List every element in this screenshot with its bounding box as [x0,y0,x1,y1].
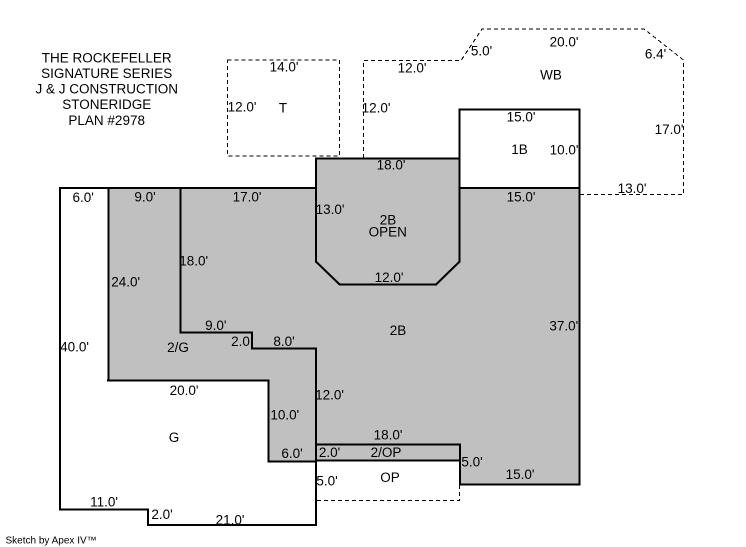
svg-text:2B: 2B [390,323,407,338]
svg-text:THE ROCKEFELLER: THE ROCKEFELLER [42,50,172,65]
svg-text:12.0': 12.0' [315,388,344,403]
svg-text:17.0': 17.0' [233,189,262,204]
svg-text:OPEN: OPEN [369,225,407,240]
svg-text:21.0': 21.0' [216,513,245,528]
svg-text:2.0': 2.0' [319,445,340,460]
svg-text:18.0': 18.0' [377,157,406,172]
svg-text:WB: WB [540,67,562,82]
svg-text:5.0': 5.0' [461,455,482,470]
svg-text:9.0': 9.0' [134,189,155,204]
svg-text:17.0': 17.0' [655,122,684,137]
svg-text:5.0': 5.0' [471,43,492,58]
svg-text:1B: 1B [511,142,528,157]
svg-text:12.0': 12.0' [228,100,257,115]
svg-text:STONERIDGE: STONERIDGE [62,97,151,112]
svg-text:12.0': 12.0' [362,101,391,116]
svg-text:2.0: 2.0 [231,334,250,349]
svg-text:8.0': 8.0' [273,334,294,349]
svg-text:5.0': 5.0' [316,474,337,489]
svg-text:OP: OP [380,470,400,485]
svg-text:2/G: 2/G [167,340,189,355]
svg-text:11.0': 11.0' [90,494,118,509]
svg-text:24.0': 24.0' [111,274,140,289]
svg-text:12.0': 12.0' [398,61,427,76]
svg-text:12.0': 12.0' [375,270,404,285]
svg-text:15.0': 15.0' [507,110,536,125]
svg-text:10.0': 10.0' [550,142,579,157]
svg-text:2.0': 2.0' [151,507,172,522]
svg-text:J & J CONSTRUCTION: J & J CONSTRUCTION [35,82,178,97]
svg-text:Sketch by Apex IV™: Sketch by Apex IV™ [6,536,97,547]
svg-text:G: G [169,430,180,445]
svg-text:37.0': 37.0' [549,319,578,334]
svg-text:20.0': 20.0' [170,383,199,398]
svg-text:2B: 2B [380,212,397,227]
svg-text:13.0': 13.0' [618,181,647,196]
svg-text:6.4': 6.4' [645,47,666,62]
svg-text:15.0': 15.0' [506,467,535,482]
svg-text:T: T [279,101,287,116]
svg-text:15.0': 15.0' [507,190,536,205]
svg-text:SIGNATURE SERIES: SIGNATURE SERIES [41,66,172,81]
svg-text:20.0': 20.0' [550,35,579,50]
svg-text:18.0': 18.0' [374,427,403,442]
svg-text:40.0': 40.0' [60,340,89,355]
svg-text:9.0': 9.0' [205,318,226,333]
svg-text:18.0': 18.0' [179,253,208,268]
svg-text:PLAN #2978: PLAN #2978 [68,113,145,128]
svg-text:6.0': 6.0' [281,446,302,461]
svg-text:13.0': 13.0' [316,202,345,217]
svg-text:2/OP: 2/OP [371,445,402,460]
svg-text:10.0': 10.0' [270,408,299,423]
svg-text:14.0': 14.0' [270,60,299,75]
svg-text:6.0': 6.0' [73,190,94,205]
